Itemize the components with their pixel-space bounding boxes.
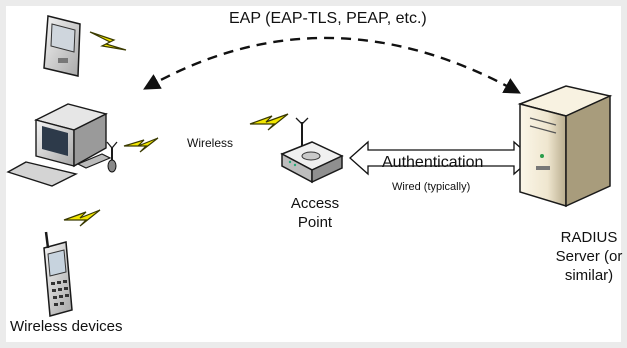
desktop-computer-icon [6,103,118,187]
eap-dashed-arrow [143,36,521,94]
wired-label: Wired (typically) [392,181,471,193]
radius-label-line3: similar) [564,267,614,284]
access-point-label-line2: Point [297,214,333,231]
access-point-icon [280,117,344,184]
lightning-bolt-icon [89,31,127,51]
eap-label: EAP (EAP-TLS, PEAP, etc.) [229,10,427,27]
radius-label-line2: Server (or [555,248,623,265]
mobile-phone-icon [43,231,73,317]
radius-server-label: RADIUS Server (or similar) [554,228,624,285]
wireless-label: Wireless [187,136,234,150]
access-point-label-line1: Access [290,195,340,212]
authentication-label: Authentication [382,154,484,171]
access-point-label: Access Point [283,194,347,232]
lightning-bolt-icon [63,209,101,227]
radius-label-line1: RADIUS [560,229,618,246]
diagram-canvas: EAP (EAP-TLS, PEAP, etc.) Wireless Acces… [6,6,624,342]
pda-icon [43,15,81,77]
diagram-graphics [6,15,613,317]
lightning-bolt-icon [249,113,289,131]
lightning-bolt-icon [123,137,159,153]
wireless-devices-label: Wireless devices [10,318,123,335]
radius-server-icon [517,85,613,208]
